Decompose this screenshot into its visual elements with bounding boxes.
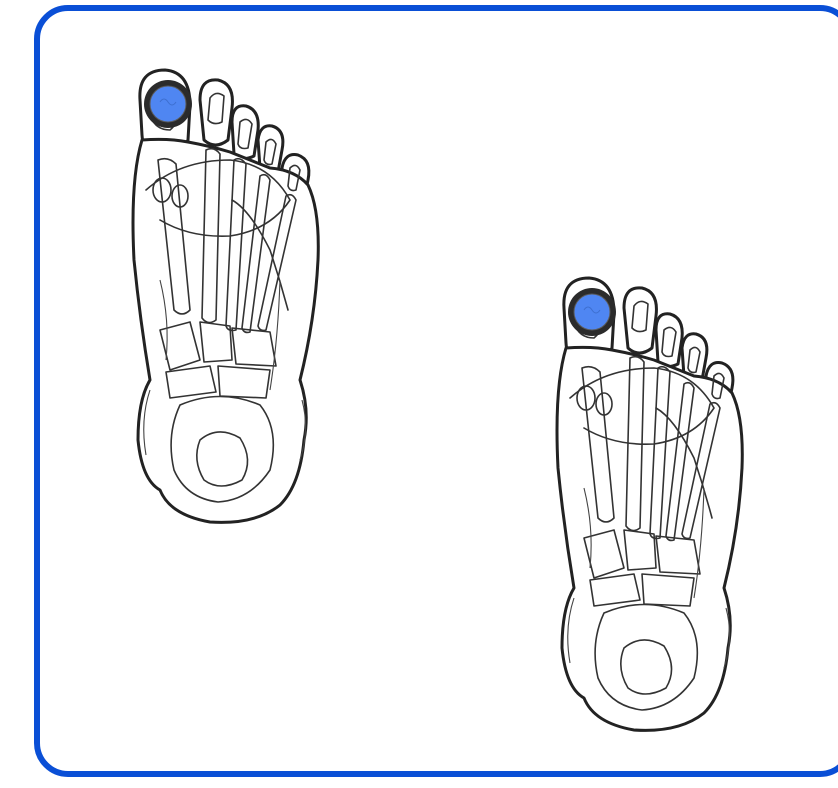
foot-outline	[133, 70, 318, 522]
big-toe-marker	[568, 288, 616, 336]
foot-outline	[557, 278, 742, 730]
foot-left	[120, 60, 330, 540]
foot-right	[544, 268, 754, 748]
big-toe-marker	[144, 80, 192, 128]
